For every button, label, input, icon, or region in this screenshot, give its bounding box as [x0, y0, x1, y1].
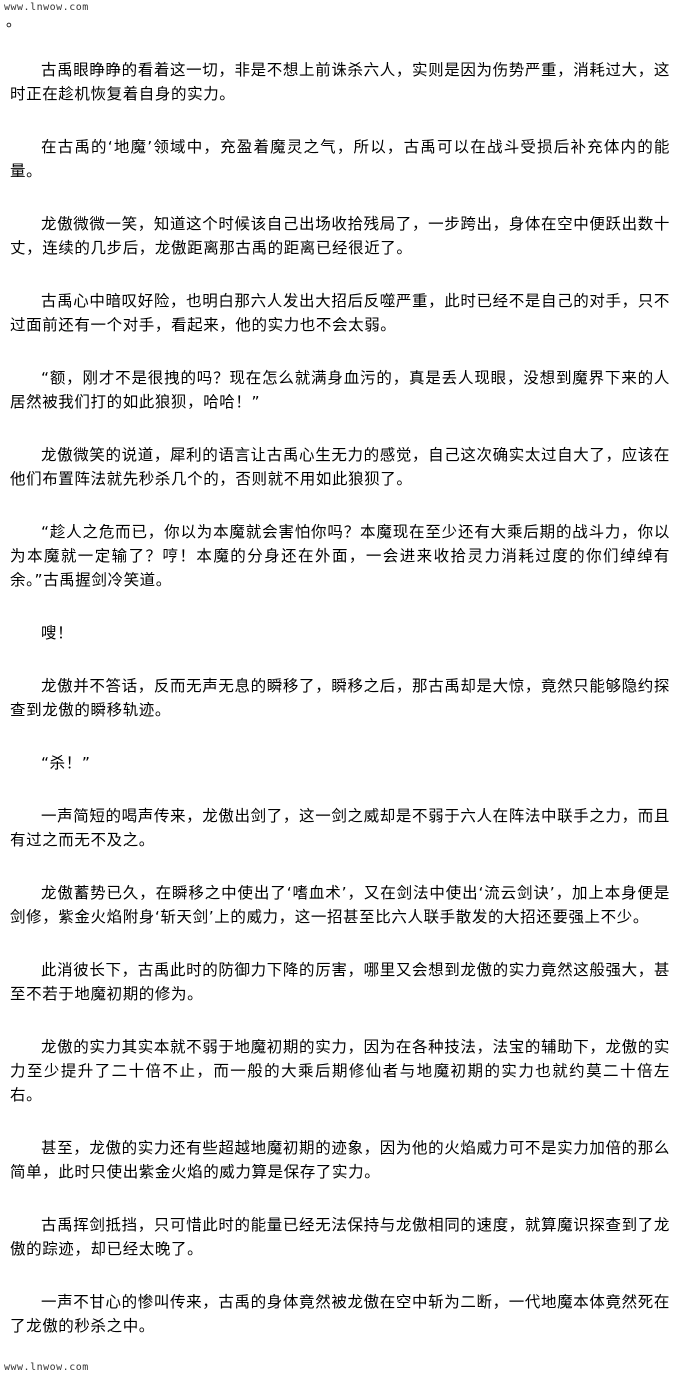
paragraph-13: 此消彼长下，古禹此时的防御力下降的厉害，哪里又会想到龙傲的实力竟然这般强大，甚至…: [10, 961, 670, 1003]
paragraph-8: 嗖！: [41, 624, 74, 642]
paragraph-17: 一声不甘心的惨叫传来，古禹的身体竟然被龙傲在空中斩为二断，一代地魔本体竟然死在了…: [10, 1293, 670, 1335]
article-body: 古禹眼睁睁的看着这一切，非是不想上前诛杀六人，实则是因为伤势严重，消耗过大，这时…: [10, 58, 670, 1367]
stray-punctuation: 。: [6, 12, 22, 30]
paragraph-3: 龙傲微微一笑，知道这个时候该自己出场收拾残局了，一步跨出，身体在空中便跃出数十丈…: [10, 215, 670, 257]
paragraph-11: 一声简短的喝声传来，龙傲出剑了，这一剑之威却是不弱于六人在阵法中联手之力，而且有…: [10, 807, 670, 849]
paragraph-6: 龙傲微笑的说道，犀利的语言让古禹心生无力的感觉，自己这次确实太过自大了，应该在他…: [10, 446, 670, 488]
paragraph-2: 在古禹的‘地魔’领域中，充盈着魔灵之气，所以，古禹可以在战斗受损后补充体内的能量…: [10, 138, 670, 180]
paragraph-10: “杀！”: [41, 754, 91, 772]
paragraph-5: “额，刚才不是很拽的吗？现在怎么就满身血污的，真是丢人现眼，没想到魔界下来的人居…: [10, 369, 670, 411]
watermark-top: www.lnwow.com: [4, 2, 89, 13]
paragraph-4: 古禹心中暗叹好险，也明白那六人发出大招后反噬严重，此时已经不是自己的对手，只不过…: [10, 292, 670, 334]
paragraph-7: “趁人之危而已，你以为本魔就会害怕你吗？本魔现在至少还有大乘后期的战斗力，你以为…: [10, 523, 670, 589]
paragraph-9: 龙傲并不答话，反而无声无息的瞬移了，瞬移之后，那古禹却是大惊，竟然只能够隐约探查…: [10, 677, 670, 719]
paragraph-1: 古禹眼睁睁的看着这一切，非是不想上前诛杀六人，实则是因为伤势严重，消耗过大，这时…: [10, 61, 670, 103]
paragraph-12: 龙傲蓄势已久，在瞬移之中使出了‘嗜血术’，又在剑法中使出‘流云剑诀’，加上本身便…: [10, 884, 670, 926]
paragraph-15: 甚至，龙傲的实力还有些超越地魔初期的迹象，因为他的火焰威力可不是实力加倍的那么简…: [10, 1139, 670, 1181]
paragraph-14: 龙傲的实力其实本就不弱于地魔初期的实力，因为在各种技法，法宝的辅助下，龙傲的实力…: [10, 1038, 670, 1104]
watermark-bottom: www.lnwow.com: [4, 1362, 89, 1373]
paragraph-16: 古禹挥剑抵挡，只可惜此时的能量已经无法保持与龙傲相同的速度，就算魔识探查到了龙傲…: [10, 1216, 670, 1258]
